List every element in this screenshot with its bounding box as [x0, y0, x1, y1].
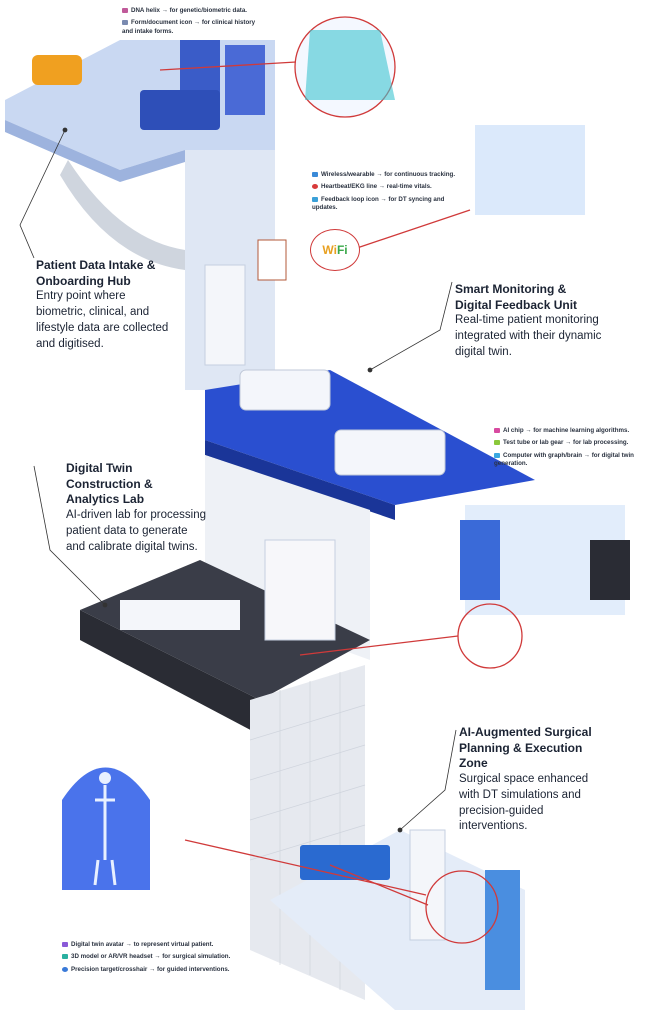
legend-item: Digital twin avatar → to represent virtu… — [62, 941, 230, 949]
operating-table — [300, 845, 390, 880]
surgical-icon-legend: Digital twin avatar → to represent virtu… — [62, 941, 230, 978]
legend-item: Form/document icon → for clinical histor… — [122, 19, 256, 35]
avatar-icon — [62, 941, 68, 947]
heartbeat-icon — [312, 184, 318, 190]
monitoring-inset — [475, 125, 585, 215]
sofa — [32, 55, 82, 85]
surgical-section-label: AI-Augmented Surgical Planning & Executi… — [459, 725, 594, 835]
test-tube-icon — [494, 440, 500, 446]
hospital-bed — [334, 429, 446, 476]
surgical-screen — [485, 870, 520, 990]
section-title: Smart Monitoring & Digital Feedback Unit — [455, 282, 578, 312]
headset-icon — [62, 954, 68, 960]
wireless-icon — [312, 171, 318, 177]
section-description: Real-time patient monitoring integrated … — [455, 314, 602, 358]
wall-frame — [257, 239, 287, 281]
intake-floor-edge — [5, 120, 185, 182]
document-icon — [122, 20, 128, 26]
monitoring-icon-legend: Wireless/wearable → for continuous track… — [312, 171, 462, 216]
legend-item: DNA helix → for genetic/biometric data. — [122, 7, 262, 15]
legend-item: Feedback loop icon → for DT syncing and … — [312, 195, 445, 212]
top-icon-legend: DNA helix → for genetic/biometric data. … — [122, 7, 262, 40]
equipment-cabinet — [409, 829, 446, 941]
intake-section-label: Patient Data Intake & Onboarding Hub Ent… — [36, 258, 176, 353]
shelf-unit — [225, 45, 265, 115]
bookshelf — [204, 264, 246, 366]
skeleton-figure — [93, 785, 117, 886]
monitoring-section-label: Smart Monitoring & Digital Feedback Unit… — [455, 282, 605, 361]
cable-duct — [60, 160, 185, 270]
lab-shelves — [264, 539, 336, 641]
legend-item: Computer with graph/brain → for digital … — [494, 451, 634, 468]
legend-item: Wireless/wearable → for continuous track… — [312, 171, 462, 179]
legend-item: Heartbeat/EKG line → real-time vitals. — [312, 183, 462, 191]
reception-desk — [140, 90, 220, 130]
legend-item: Precision target/crosshair → for guided … — [62, 966, 230, 974]
legend-item: AI chip → for machine learning algorithm… — [494, 427, 652, 435]
lab-bench — [120, 600, 240, 630]
section-title: Digital Twin Construction & Analytics La… — [66, 461, 153, 507]
lab-section-label: Digital Twin Construction & Analytics La… — [66, 461, 206, 555]
computer-brain-icon — [494, 452, 500, 458]
section-title: AI-Augmented Surgical Planning & Executi… — [459, 725, 592, 771]
lab-icon-legend: AI chip → for machine learning algorithm… — [494, 427, 652, 472]
legend-item: 3D model or AR/VR headset → for surgical… — [62, 953, 230, 961]
crosshair-icon — [62, 966, 68, 972]
section-description: Entry point where biometric, clinical, a… — [36, 290, 169, 350]
inset-ward-map — [305, 30, 395, 100]
feedback-loop-icon — [312, 196, 318, 202]
ai-chip-icon — [494, 427, 500, 433]
section-description: Surgical space enhanced with DT simulati… — [459, 772, 589, 833]
callout-circle — [425, 870, 499, 944]
hospital-bed — [239, 369, 331, 411]
legend-item: Test tube or lab gear → for lab processi… — [494, 439, 652, 447]
section-title: Patient Data Intake & Onboarding Hub — [36, 258, 156, 288]
section-description: AI-driven lab for processing patient dat… — [66, 508, 206, 553]
dna-icon — [122, 7, 128, 13]
